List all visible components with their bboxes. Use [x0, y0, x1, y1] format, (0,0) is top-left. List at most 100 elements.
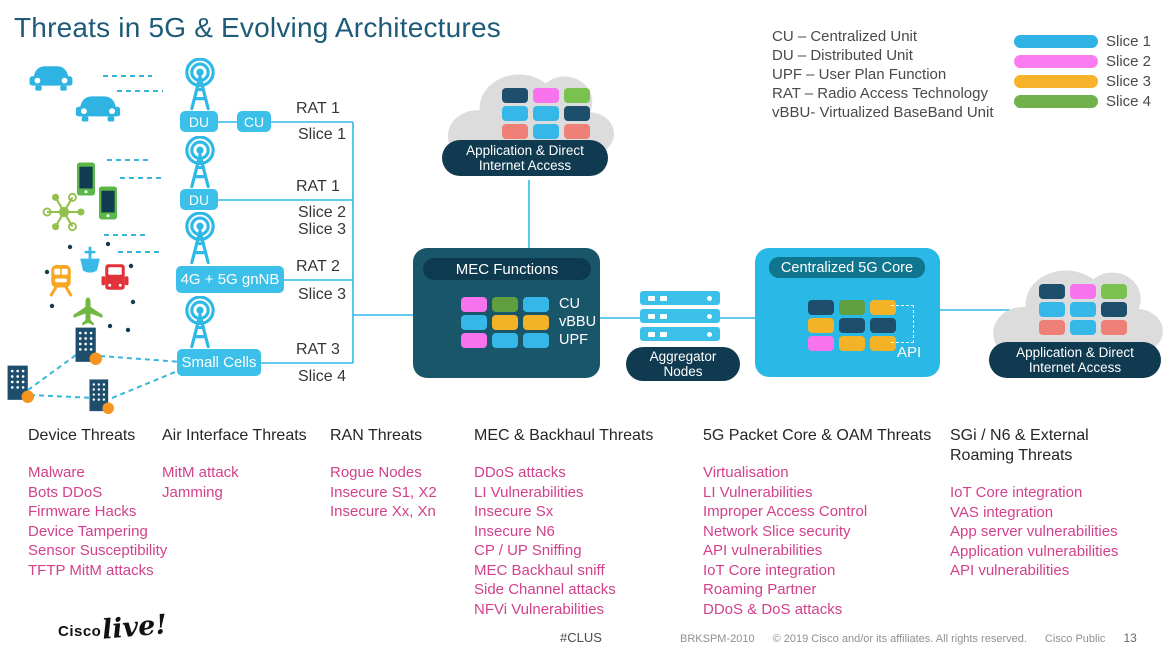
slice-block: [1039, 320, 1065, 335]
mec-title: MEC Functions: [423, 258, 591, 280]
slice-block: [808, 318, 834, 333]
mec-row-label-vbbu: vBBU: [559, 314, 597, 330]
slice-block: [492, 297, 518, 312]
rat-label: RAT 1: [296, 100, 340, 117]
slice-block: [533, 124, 559, 139]
slice-grid: [808, 300, 896, 351]
server-bar: [640, 291, 720, 305]
slice-grid: [461, 297, 549, 348]
slice-2-label: Slice 2: [1106, 52, 1152, 70]
threat-column-mec: MEC & Backhaul Threats DDoS attacks LI V…: [474, 426, 694, 619]
threat-column-air: Air Interface Threats MitM attack Jammin…: [162, 426, 327, 502]
threat-column-title: MEC & Backhaul Threats: [474, 427, 654, 444]
threat-column-core: 5G Packet Core & OAM Threats Virtualisat…: [703, 426, 948, 619]
slice-block: [808, 336, 834, 351]
cell-tower-icon: [185, 212, 215, 265]
slice-label: Slice 2: [298, 204, 347, 221]
small-cells-node: Small Cells: [177, 349, 261, 376]
slice-legend: Slice 1 Slice 2 Slice 3 Slice 4: [1014, 31, 1151, 111]
ship-icon: [80, 246, 100, 273]
threat-item: Sensor Susceptibility: [28, 542, 168, 559]
threat-list: MitM attack Jamming: [162, 463, 327, 502]
slice-3-swatch: [1014, 74, 1098, 88]
slice-block: [533, 106, 559, 121]
slice-label: Slice 4: [298, 368, 347, 385]
slice-block: [523, 333, 549, 348]
slice-block: [870, 336, 896, 351]
threat-column-sgi: SGi / N6 & External Roaming Threats IoT …: [950, 426, 1168, 581]
slice-block: [502, 124, 528, 139]
slice-block: [523, 315, 549, 330]
smartphone-icon: [99, 186, 117, 220]
api-label: API: [897, 344, 922, 361]
slice-4-label: Slice 4: [1106, 92, 1152, 110]
threat-item: VAS integration: [950, 503, 1054, 521]
slice-block: [1070, 302, 1096, 317]
threat-item: Bots DDoS: [28, 483, 103, 501]
cloud-label-line2: Internet Access: [478, 158, 572, 173]
aggregator-label-line2: Nodes: [663, 364, 703, 379]
core-title: Centralized 5G Core: [769, 257, 925, 278]
slice-label: Slice 3: [298, 286, 347, 303]
slice-block: [492, 315, 518, 330]
threat-item: Insecure Sx: [474, 503, 554, 520]
slice-block: [839, 336, 865, 351]
threat-list: Malware Bots DDoS Firmware Hacks Device …: [28, 463, 168, 580]
slice-block: [1070, 320, 1096, 335]
threat-item: App server vulnerabilities: [950, 523, 1118, 540]
building-icon: [89, 379, 114, 414]
threat-item: LI Vulnerabilities: [703, 483, 813, 501]
train-icon: [49, 265, 73, 297]
threat-item: Network Slice security: [703, 522, 851, 540]
cloud-label-line1: Application & Direct: [466, 142, 584, 158]
threat-item: Device Tampering: [28, 522, 148, 540]
threat-item: MitM attack: [162, 464, 239, 481]
threat-item: TFTP MitM attacks: [28, 561, 154, 579]
slice-block: [1039, 302, 1065, 317]
car-icon: [75, 96, 121, 122]
du-node: DU: [180, 111, 218, 132]
slice-legend-row: Slice 4: [1014, 91, 1151, 111]
slice-block: [870, 318, 896, 333]
mec-row-labels: CU vBBU UPF: [559, 297, 596, 348]
aggregator-label-line1: Aggregator: [649, 348, 717, 364]
server-stack-icon: [640, 291, 720, 345]
threat-column-title: 5G Packet Core & OAM Threats: [703, 427, 932, 444]
slice-grid: [1039, 284, 1127, 335]
threat-item: Firmware Hacks: [28, 503, 137, 520]
threat-item: NFVi Vulnerabilities: [474, 600, 605, 618]
legend-line: DU – Distributed Unit: [772, 47, 913, 64]
threat-list: DDoS attacks LI Vulnerabilities Insecure…: [474, 463, 694, 619]
mec-row-label-upf: UPF: [559, 332, 588, 348]
rat-label: RAT 1: [296, 178, 340, 195]
threat-item: API vulnerabilities: [703, 542, 823, 559]
threat-item: CP / UP Sniffing: [474, 542, 582, 559]
threat-column-title-line2: Roaming Threats: [950, 447, 1073, 464]
threat-item: Insecure Xx, Xn: [330, 503, 436, 520]
slice-block: [1070, 284, 1096, 299]
legend-line: UPF – User Plan Function: [772, 66, 947, 83]
threat-item: API vulnerabilities: [950, 562, 1070, 579]
threat-list: IoT Core integration VAS integration App…: [950, 483, 1168, 581]
slice-block: [839, 300, 865, 315]
classification-text: Cisco Public: [1044, 633, 1106, 645]
cu-node: CU: [237, 111, 271, 132]
slice-block: [502, 88, 528, 103]
threat-column-title-line1: SGi / N6 & External: [950, 427, 1089, 444]
abbreviation-legend: CU – Centralized Unit DU – Distributed U…: [772, 27, 994, 122]
threat-item: IoT Core integration: [950, 484, 1083, 501]
threat-item: Insecure N6: [474, 522, 555, 540]
slice-block: [1039, 284, 1065, 299]
threat-column-title: RAN Threats: [330, 427, 423, 444]
threat-item: Virtualisation: [703, 464, 789, 481]
slice-block: [808, 300, 834, 315]
cisco-live-logo: Ciscolive!: [58, 609, 169, 646]
core-box: Centralized 5G Core API: [755, 248, 940, 377]
building-icon: [7, 365, 34, 403]
event-hashtag: #CLUS: [560, 630, 602, 645]
slice-block: [461, 297, 487, 312]
building-icon: [75, 327, 102, 365]
iot-hub-icon: [42, 192, 85, 232]
slice-block: [1101, 302, 1127, 317]
